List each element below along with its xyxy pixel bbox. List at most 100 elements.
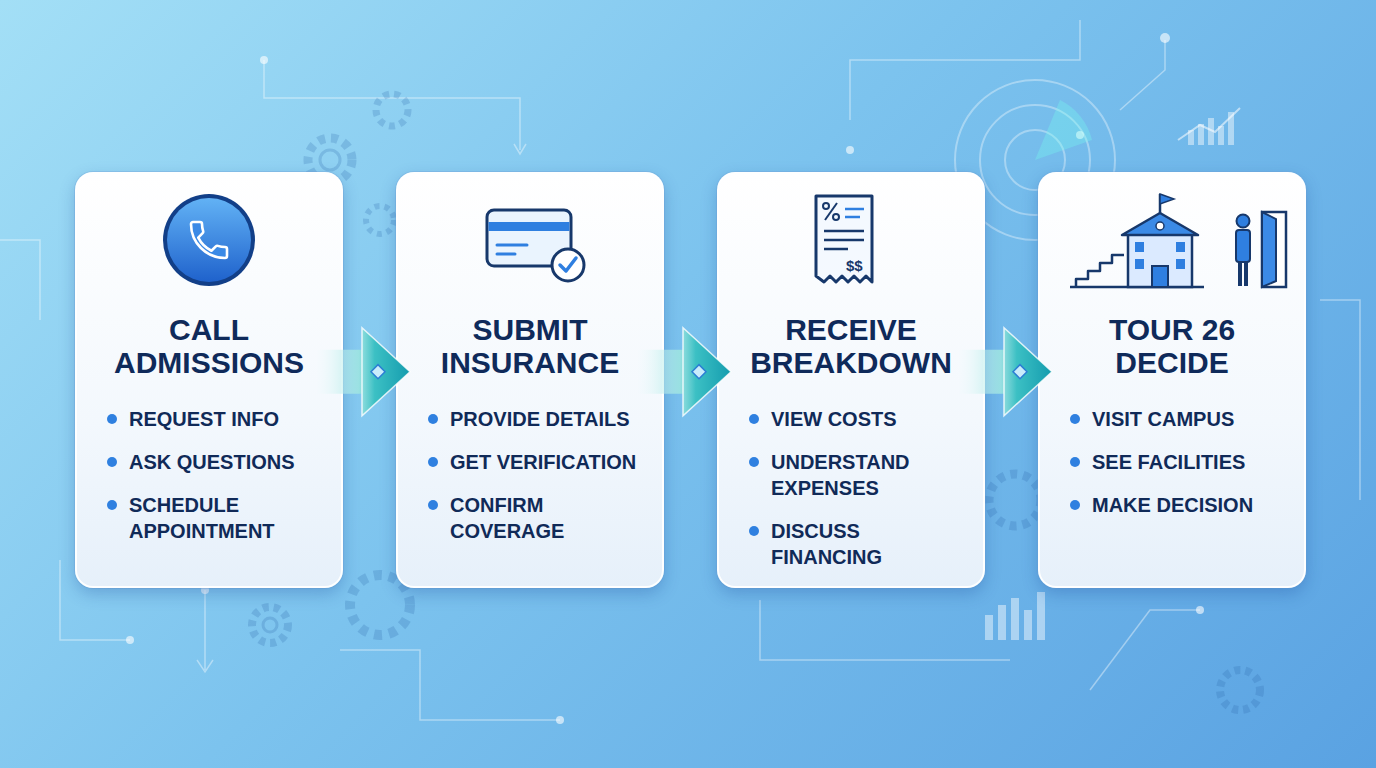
step-bullet: MAKE DECISION	[1092, 492, 1288, 518]
bullet-row: UNDERSTAND EXPENSES	[749, 449, 981, 501]
bar-chart-decor-part	[1024, 610, 1032, 640]
circuit-lines-part	[204, 590, 206, 670]
gear-decor-part	[350, 575, 410, 635]
bar-chart-decor-part	[1037, 592, 1045, 640]
campus-icon-part	[1236, 230, 1250, 262]
circuit-lines	[0, 20, 1360, 720]
campus-icon-part	[1152, 266, 1168, 287]
campus-icon-part	[1135, 242, 1144, 252]
bullet-dot	[428, 414, 438, 424]
circuit-lines-part	[0, 240, 40, 320]
credit-card-icon-part	[560, 258, 576, 271]
bar-chart-decor-part	[1188, 130, 1194, 145]
bar-chart-decor-part	[1208, 118, 1214, 145]
step-bullet: ASK QUESTIONS	[129, 449, 325, 475]
gear-decor-part	[320, 150, 340, 170]
flow-arrow-group	[638, 328, 731, 416]
bar-chart-decor-part	[1198, 124, 1204, 145]
campus-icon-part	[1122, 213, 1198, 235]
bullet-row: SCHEDULE APPOINTMENT	[107, 492, 339, 544]
bar-chart-decor-part	[1218, 126, 1224, 145]
campus-icon-part	[1159, 194, 1162, 213]
circuit-lines-part	[514, 144, 526, 154]
bullet-dot	[428, 500, 438, 510]
step-heading: SUBMIT INSURANCE	[410, 313, 650, 379]
process-card: SUBMIT INSURANCE PROVIDE DETAILS GET VERIF…	[396, 172, 664, 588]
bullet-list: REQUEST INFOASK QUESTIONSSCHEDULE APPOIN…	[107, 406, 339, 561]
campus-icon-part	[1237, 215, 1250, 228]
bullet-row: GET VERIFICATION	[428, 449, 660, 475]
bullet-row: SEE FACILITIES	[1070, 449, 1302, 475]
bullet-row: VIEW COSTS	[749, 406, 981, 432]
gear-decor-part	[1220, 670, 1260, 710]
receipt-icon-part	[823, 203, 829, 209]
campus-icon-part	[1070, 286, 1204, 289]
receipt-icon-part	[845, 216, 860, 219]
bullet-list: VISIT CAMPUSSEE FACILITIESMAKE DECISION	[1070, 406, 1302, 535]
circuit-lines-part	[197, 660, 213, 672]
circuit-lines-part	[1090, 610, 1200, 690]
gear-decor-part	[376, 94, 408, 126]
circuit-dots-part	[1196, 606, 1204, 614]
gear-decor-part	[366, 206, 394, 234]
arrow-diamond	[1013, 365, 1027, 379]
bullet-row: CONFIRM COVERAGE	[428, 492, 660, 544]
circuit-lines-part	[1120, 40, 1165, 110]
arrow-diamond	[692, 365, 706, 379]
process-card: TOUR 26 DECIDEVISIT CAMPUSSEE FACILITIES…	[1038, 172, 1306, 588]
bullet-dot	[1070, 414, 1080, 424]
credit-card-icon-part	[489, 222, 570, 231]
step-bullet: CONFIRM COVERAGE	[450, 492, 646, 544]
bullet-list: VIEW COSTSUNDERSTAND EXPENSESDISCUSS FIN…	[749, 406, 981, 587]
phone-icon-part	[191, 222, 227, 258]
step-bullet: VIEW COSTS	[771, 406, 967, 432]
campus-icon-part	[1160, 194, 1174, 204]
process-card: RECEIVE BREAKDOWN VIEW COSTS UNDERSTAND EX…	[717, 172, 985, 588]
receipt-icon-part	[816, 196, 872, 282]
flow-arrow	[638, 328, 731, 416]
phone-icon-part	[167, 198, 251, 282]
radar-sweep	[1035, 100, 1092, 160]
bar-chart-decor-part	[998, 605, 1006, 640]
step-bullet: SEE FACILITIES	[1092, 449, 1288, 475]
circuit-dots-part	[556, 716, 564, 724]
campus-icon-part	[1135, 259, 1144, 269]
bullet-dot	[749, 526, 759, 536]
phone-icon-part	[163, 194, 255, 286]
bar-chart-decor-part	[985, 615, 993, 640]
step-heading: TOUR 26 DECIDE	[1052, 313, 1292, 379]
receipt-icon-part	[824, 248, 848, 251]
arrow-head-outline	[362, 328, 410, 416]
campus-icon-part	[1176, 259, 1185, 269]
step-heading: RECEIVE BREAKDOWN	[731, 313, 971, 379]
credit-card-icon-part	[552, 249, 584, 281]
bullet-dot	[749, 414, 759, 424]
arrow-head-outline	[683, 328, 731, 416]
credit-card-icon	[487, 210, 584, 281]
bullet-row: MAKE DECISION	[1070, 492, 1302, 518]
bullet-dot	[107, 414, 117, 424]
phone-icon	[163, 194, 255, 286]
receipt-icon	[816, 196, 872, 282]
bullet-row: ASK QUESTIONS	[107, 449, 339, 475]
step-bullet: UNDERSTAND EXPENSES	[771, 449, 967, 501]
bar-chart-decor-part	[1228, 112, 1234, 145]
flow-arrow-group	[317, 328, 410, 416]
receipt-icon-part	[845, 208, 864, 211]
bullet-dot	[107, 457, 117, 467]
bullet-list: PROVIDE DETAILS GET VERIFICATION CONFIRM C…	[428, 406, 660, 561]
campus-icon-part	[1262, 212, 1286, 287]
gear-decor-part	[252, 607, 288, 643]
circuit-lines-part	[340, 650, 560, 720]
campus-icon-part	[1128, 233, 1192, 287]
flow-arrow-group	[959, 328, 1052, 416]
step-bullet: SCHEDULE APPOINTMENT	[129, 492, 325, 544]
bullet-dot	[749, 457, 759, 467]
step-heading: CALL ADMISSIONS	[89, 313, 329, 379]
bullet-row: PROVIDE DETAILS	[428, 406, 660, 432]
campus-icon	[1070, 194, 1286, 287]
